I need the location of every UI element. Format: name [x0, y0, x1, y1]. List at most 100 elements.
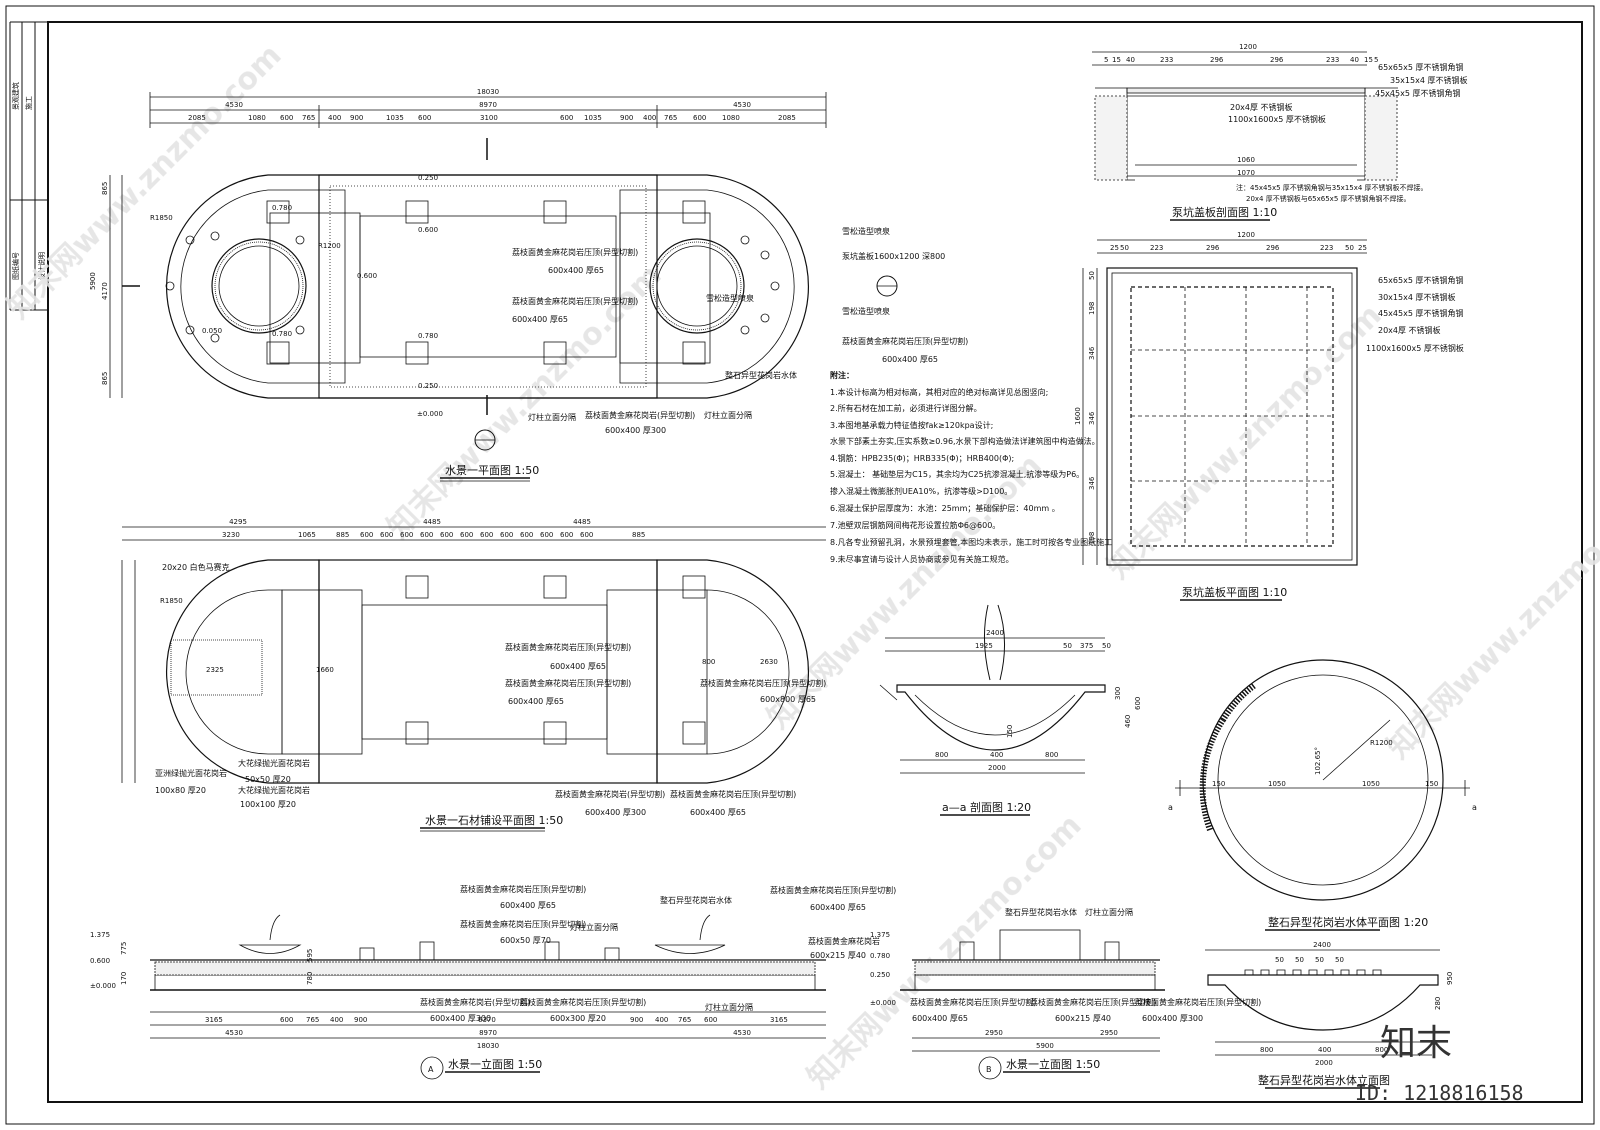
- paving-d2: 荔枝面黄金麻花岗岩压顶(异型切割): [670, 789, 796, 799]
- paving-d1: 荔枝面黄金麻花岗岩(异型切割): [555, 789, 665, 799]
- plan-level-2: 0.780: [272, 204, 292, 212]
- paving-row-16: 885: [632, 531, 645, 539]
- elev-a-m1: 595: [306, 949, 314, 962]
- aa-b3: 800: [1045, 751, 1058, 759]
- pump-section-l3: 45x45x5 厚不锈钢角钢: [1375, 88, 1460, 98]
- plan-left-total: 5900: [89, 272, 97, 290]
- aa-d1: 1925: [975, 642, 993, 650]
- plan-radius-1: R1850: [150, 214, 173, 222]
- elev-a-l12: 600x400 厚300: [430, 1014, 491, 1023]
- pump-section-d3: 40: [1126, 56, 1135, 64]
- paving-radius: R1850: [160, 597, 183, 605]
- paving-w4: 800: [702, 658, 715, 666]
- elev-a-l8: 600x400 厚65: [810, 903, 866, 912]
- elev-b-l5: 荔枝面黄金麻花岗岩压顶(异型切割): [1030, 997, 1156, 1007]
- pump-section-l4: 20x4厚 不锈钢板: [1230, 102, 1293, 112]
- pump-plan-l1: 50: [1088, 271, 1096, 280]
- paving-w2: 1660: [316, 666, 334, 674]
- elev-a-b2-2: 8970: [479, 1029, 497, 1037]
- plan-level-5: 0.780: [418, 332, 438, 340]
- bowl-w2: 1050: [1268, 780, 1286, 788]
- elev-a-tag: A: [428, 1065, 434, 1074]
- plan-paving-label-3: 荔枝面黄金麻花岗岩压顶(异型切割): [842, 336, 968, 346]
- elev-b-level-4: ±0.000: [870, 999, 896, 1007]
- pump-plan-label-3: 45x45x5 厚不锈钢角钢: [1378, 308, 1463, 318]
- elev-b-title: 水景一立面图 1:50: [1006, 1057, 1100, 1071]
- bowl-plan: [1175, 659, 1470, 931]
- paving-row-11: 600: [500, 531, 513, 539]
- paving-row-4: 600: [360, 531, 373, 539]
- paving-row-7: 600: [420, 531, 433, 539]
- paving-row-14: 600: [560, 531, 573, 539]
- elev-a-side-1: 775: [120, 942, 128, 955]
- plan-paving-label-1: 荔枝面黄金麻花岗岩压顶(异型切割): [512, 247, 638, 257]
- pump-section: [1092, 51, 1398, 221]
- plan-sculpt-label-2: 雪松造型喷泉: [842, 306, 890, 316]
- pump-section-note1: 注：45x45x5 厚不锈钢角钢与35x15x4 厚不锈钢板不焊接。: [1236, 183, 1428, 192]
- elev-b-level-2: 0.780: [870, 952, 890, 960]
- plan-paving-size-2: 600x400 厚65: [512, 315, 568, 324]
- elev-a-b10: 600: [704, 1016, 717, 1024]
- bowl-elevation-texts: 2400 50 50 50 50 800 400 800 2000 950 28…: [1258, 941, 1454, 1087]
- elev-a-total: 18030: [477, 1042, 499, 1050]
- paving-plan-texts: 4295 4485 4485 3230 1065 885 600 600 600…: [155, 518, 826, 827]
- plan-stone-label: 整石异型花岗岩水体: [725, 370, 797, 380]
- paving-b1: 大花绿抛光面花岗岩: [238, 758, 310, 768]
- elev-a-side-2: 170: [120, 972, 128, 985]
- elev-a-l13: 荔枝面黄金麻花岗岩压顶(异型切割): [520, 997, 646, 1007]
- title-block-4: 设计说明: [37, 252, 46, 280]
- pump-plan-label-2: 30x15x4 厚不锈钢板: [1378, 292, 1455, 302]
- paving-dim-3: 4485: [573, 518, 591, 526]
- pump-section-d8: 40: [1350, 56, 1359, 64]
- plan-row-dim-13: 400: [643, 114, 656, 122]
- elev-a-b8: 400: [655, 1016, 668, 1024]
- notes: 附注： 1.本设计标高为相对标高，其相对应的绝对标高详见总图竖向; 2.所有石材…: [830, 370, 1112, 564]
- note-3: 3.本图地基承载力特征值按fak≥120kpa设计;: [830, 420, 993, 430]
- title-block-3: 图纸编号: [11, 252, 20, 280]
- plan-left-dim-1: 865: [101, 182, 109, 195]
- elev-b-l1: 整石异型花岗岩水体: [1005, 907, 1077, 917]
- plan-paving-size-3: 600x400 厚65: [882, 355, 938, 364]
- pump-section-l1: 65x65x5 厚不锈钢角钢: [1378, 62, 1463, 72]
- note-1: 1.本设计标高为相对标高，其相对应的绝对标高详见总图竖向;: [830, 387, 1048, 397]
- aa-s3: 600: [1134, 697, 1142, 710]
- pump-plan-d6: 223: [1320, 244, 1333, 252]
- bowl-elev-title: 整石异型花岗岩水体立面图: [1258, 1073, 1390, 1087]
- plan-title: 水景一平面图 1:50: [445, 464, 539, 477]
- pump-plan: [1082, 239, 1367, 601]
- paving-row-3: 885: [336, 531, 349, 539]
- plan-row-dim-3: 600: [280, 114, 293, 122]
- watermark-4: 知末网www.znzmo.com: [1101, 298, 1389, 586]
- plan-left-dim-2: 4170: [101, 282, 109, 300]
- aa-b1: 800: [935, 751, 948, 759]
- aa-d2: 50: [1063, 642, 1072, 650]
- bowl-elevation: [1205, 949, 1440, 1089]
- paving-row-10: 600: [480, 531, 493, 539]
- elev-b-level-3: 0.250: [870, 971, 890, 979]
- pump-section-b2: 1070: [1237, 169, 1255, 177]
- title-block-1: 景观建筑: [11, 82, 20, 110]
- plan-sculpt-label: 雪松造型喷泉: [842, 226, 890, 236]
- pump-plan-texts: 1200 25 50 223 296 296 223 50 25 1600 50…: [1074, 231, 1464, 599]
- plan-dim-right: 4530: [733, 101, 751, 109]
- bowl-elev-s2: 280: [1434, 997, 1442, 1010]
- paving-b2s: 100x100 厚20: [240, 800, 296, 809]
- bowl-radius: R1200: [1370, 739, 1393, 747]
- plan-lamp-label-1: 灯柱立面分隔: [528, 412, 576, 422]
- aa-s1: 300: [1114, 687, 1122, 700]
- elev-a-b5: 900: [354, 1016, 367, 1024]
- elev-a-l15: 灯柱立面分隔: [705, 1002, 753, 1012]
- elevation-b: [900, 929, 1165, 1080]
- plan-level-3: 0.600: [418, 226, 438, 234]
- paving-plan: [121, 526, 826, 832]
- plan-paving-size-1: 600x400 厚65: [548, 266, 604, 275]
- paving-row-5: 600: [380, 531, 393, 539]
- plan-radius-2: R1200: [318, 242, 341, 250]
- note-9: 7.池壁双层钢筋网间梅花形设置拉筋Φ6@600。: [830, 520, 1000, 530]
- pump-plan-d7: 50: [1345, 244, 1354, 252]
- plan-pump-label: 泵坑盖板1600x1200 深800: [842, 251, 945, 261]
- elev-a-level-3: ±0.000: [90, 982, 116, 990]
- pump-section-d4: 233: [1160, 56, 1173, 64]
- plan-row-dim-10: 600: [560, 114, 573, 122]
- elev-a-title: 水景一立面图 1:50: [448, 1057, 542, 1071]
